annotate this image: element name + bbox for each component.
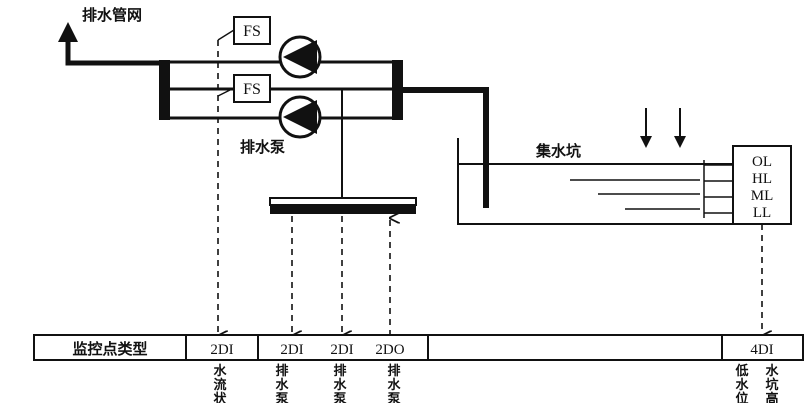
outlet-pipe	[58, 22, 160, 66]
monitor-point-bar: 监控点类型 2DI 2DI 2DI 2DO 4DI	[33, 334, 804, 361]
vlabel-flow-status-text: 水流状	[213, 363, 227, 403]
signal-line-fs2-link	[217, 87, 235, 97]
vlabel-pump-3-text: 排水泵	[387, 363, 401, 403]
vlabel-pump-2-text: 排水泵	[333, 363, 347, 403]
riser-pipe	[403, 87, 489, 208]
vlabel-pump-2: 排水泵	[333, 363, 347, 403]
monitor-cell-flow: 2DI	[210, 342, 233, 358]
drain-network-label: 排水管网	[82, 6, 142, 24]
vlabel-low-level-text: 低水位	[734, 363, 749, 403]
vlabel-pump-1-text: 排水泵	[275, 363, 289, 403]
vlabel-pump-1: 排水泵	[275, 363, 289, 403]
sensor-ol: OL	[752, 154, 772, 170]
control-panel	[269, 197, 417, 214]
vlabel-flow-status: 水流状	[213, 363, 227, 403]
sensor-ll: LL	[753, 205, 771, 221]
monitor-cell-level: 4DI	[750, 342, 773, 358]
sensor-hl: HL	[752, 171, 772, 187]
pump-1-icon	[278, 35, 322, 79]
sump-tank	[457, 108, 735, 225]
pump-label: 排水泵	[240, 138, 285, 156]
flow-switch-top: FS	[233, 16, 271, 45]
monitor-cell-pump-2: 2DI	[330, 342, 353, 358]
vlabel-sump-high: 水坑高	[765, 363, 779, 403]
sump-label: 集水坑	[535, 142, 581, 160]
monitor-cell-pump-3: 2DO	[375, 342, 404, 358]
vlabel-low-level: 低水位	[734, 363, 749, 403]
fs-top-label: FS	[243, 23, 261, 40]
level-sensor-box: OL HL ML LL	[703, 145, 792, 225]
pump-2-icon	[278, 95, 322, 139]
sensor-ml: ML	[751, 188, 774, 204]
vlabel-sump-high-text: 水坑高	[765, 363, 779, 403]
monitor-header: 监控点类型	[72, 340, 147, 358]
vlabel-pump-3: 排水泵	[387, 363, 401, 403]
fs-bottom-label: FS	[243, 81, 261, 98]
signal-line-fs-link	[217, 29, 235, 41]
monitor-cell-pump-1: 2DI	[280, 342, 303, 358]
flow-switch-bottom: FS	[233, 74, 271, 103]
